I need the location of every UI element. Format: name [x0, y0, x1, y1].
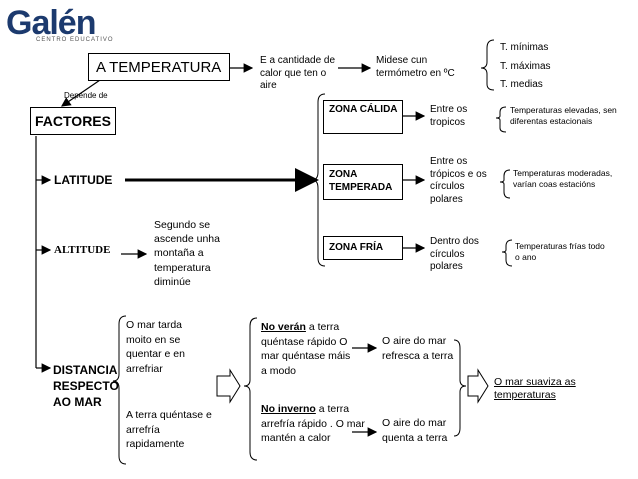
definition-text: E a cantidade de calor que ten o aire [260, 55, 336, 91]
summer-title: No verán [261, 321, 306, 333]
zone-cold-location: Dentro dos círculos polares [430, 236, 479, 272]
factors-label: FACTORES [35, 113, 111, 129]
page-title: A TEMPERATURA [96, 59, 222, 76]
zone-temperate-box: ZONA TEMPERADA [323, 164, 403, 200]
summer-result: O aire do mar refresca a terra [382, 335, 454, 362]
zone-hot-box: ZONA CÁLIDA [323, 100, 403, 134]
sea-label: DISTANCIA RESPECTO AO MAR [53, 363, 119, 410]
temp-type-avg: T. medias [500, 79, 543, 90]
zone-cold-name: ZONA FRÍA [329, 242, 384, 253]
altitude-desc: Segundo se ascende unha montaña a temper… [154, 219, 220, 288]
logo-text: Galén [6, 4, 96, 42]
conclusion-text: O mar suaviza as temperaturas [494, 376, 576, 402]
depends-label: Depende de [64, 91, 108, 100]
summer-text: No verán a terra quéntase rápido O mar q… [261, 320, 353, 379]
zone-temperate-location: Entre os trópicos e os círculos polares [430, 156, 487, 205]
measure-text: Midese cun termómetro en ºC [376, 55, 455, 79]
winter-title: No inverno [261, 403, 316, 415]
temp-type-min: T. mínimas [500, 42, 549, 53]
sea-slow-text: O mar tarda moito en se quentar e en arr… [126, 319, 185, 376]
temp-type-max: T. máximas [500, 61, 551, 72]
sea-fast-text: A terra quéntase e arrefría rapidamente [126, 409, 212, 451]
latitude-label: LATITUDE [54, 173, 113, 187]
logo: Galén CENTRO EDUCATIVO [6, 2, 124, 46]
zone-cold-box: ZONA FRÍA [323, 236, 403, 260]
zone-hot-name: ZONA CÁLIDA [329, 104, 398, 115]
zone-temperate-name: ZONA TEMPERADA [329, 169, 393, 193]
summer-body: a terra quéntase rápido O mar quéntase m… [261, 321, 351, 378]
zone-hot-desc: Temperaturas elevadas, sen diferentas es… [510, 105, 617, 126]
zone-temperate-desc: Temperaturas moderadas, varían coas esta… [513, 168, 613, 189]
winter-text: No inverno a terra arrefría rápido . O m… [261, 402, 365, 446]
winter-result: O aire do mar quenta a terra [382, 417, 448, 444]
altitude-label: ALTITUDE [54, 244, 111, 256]
zone-cold-desc: Temperaturas frías todo o ano [515, 241, 605, 262]
title-box: A TEMPERATURA [88, 53, 230, 81]
winter-body: a terra arrefría rápido . O mar mantén a… [261, 403, 365, 445]
logo-subtitle: CENTRO EDUCATIVO [36, 37, 114, 43]
zone-hot-location: Entre os tropicos [430, 104, 468, 128]
factors-box: FACTORES [30, 107, 116, 135]
